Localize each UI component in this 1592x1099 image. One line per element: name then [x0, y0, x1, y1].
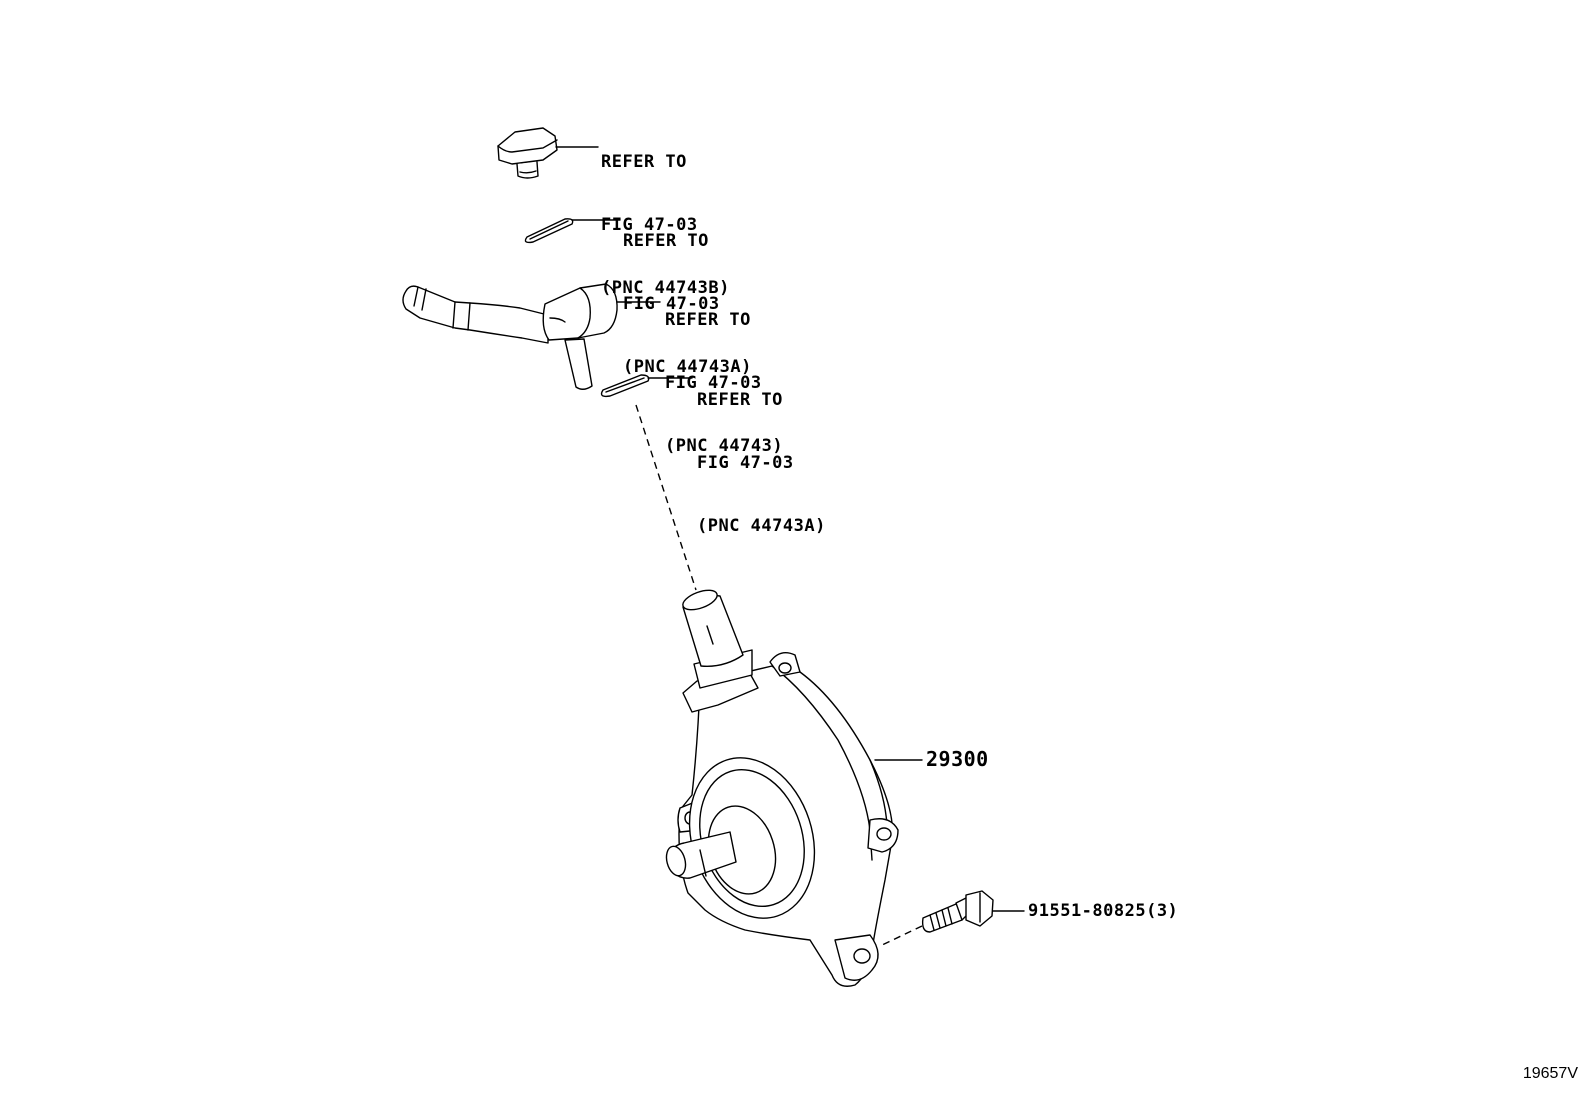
callout-o-ring-upper-line1: REFER TO [623, 231, 709, 251]
pump-part-number: 29300 [926, 747, 989, 771]
o-ring-upper [524, 218, 574, 244]
callout-o-ring-lower-line1: REFER TO [697, 390, 783, 410]
callout-hose-line2: FIG 47-03 [665, 373, 762, 393]
bolt-part-number: 91551-80825(3) [1028, 901, 1179, 921]
callout-hose-line3: (PNC 44743) [665, 436, 784, 456]
callout-o-ring-upper-line2: FIG 47-03 [623, 294, 720, 314]
assembly-line [635, 404, 697, 591]
callout-cap-line1: REFER TO [601, 152, 687, 172]
figure-id: 19657V [1522, 1065, 1578, 1082]
o-ring-lower [600, 374, 650, 398]
callout-o-ring-lower-line3: (PNC 44743A) [697, 516, 826, 536]
callout-o-ring-lower-line2: FIG 47-03 [697, 453, 794, 473]
callout-hose: REFER TO FIG 47-03 (PNC 44743) [665, 268, 783, 478]
callout-o-ring-upper: REFER TO FIG 47-03 (PNC 44743A) [623, 189, 752, 399]
bolt-assembly-line [879, 925, 923, 947]
vacuum-pump [665, 589, 899, 987]
callout-o-ring-lower: REFER TO FIG 47-03 (PNC 44743A) [697, 348, 826, 558]
callout-o-ring-upper-line3: (PNC 44743A) [623, 357, 752, 377]
bolt-part [921, 890, 994, 933]
callout-cap-line3: (PNC 44743B) [601, 278, 730, 298]
hose-assembly [402, 283, 618, 390]
callout-hose-line1: REFER TO [665, 310, 751, 330]
cap-part [497, 127, 558, 179]
callout-cap-line2: FIG 47-03 [601, 215, 698, 235]
callout-cap: REFER TO FIG 47-03 (PNC 44743B) [601, 110, 730, 320]
